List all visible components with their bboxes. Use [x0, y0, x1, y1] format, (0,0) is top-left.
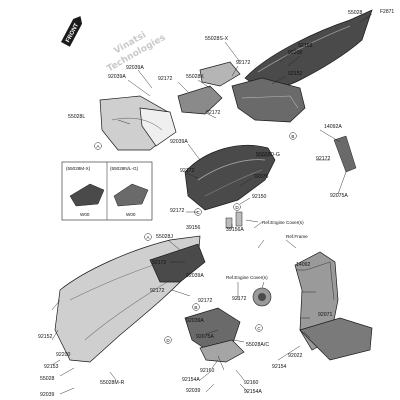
part-label: 92172 — [316, 156, 331, 162]
inner-panel-part — [177, 85, 223, 115]
inset-label-right: (55028N/L-G) — [110, 166, 139, 171]
part-label: 92172 — [236, 60, 251, 66]
part-label: 92172 — [170, 208, 185, 214]
lower-cowl-vent-part — [149, 243, 206, 283]
part-label: 92039A — [126, 65, 144, 71]
inset-panel-left — [69, 183, 105, 207]
part-label: 92172 — [150, 288, 165, 294]
upper-cowl-part — [244, 9, 373, 89]
part-label: 92154A — [244, 389, 262, 395]
part-label: 92039 — [186, 388, 201, 394]
figure-code: F2871 — [380, 9, 394, 15]
bracket-part — [235, 211, 243, 227]
frame-lower-part — [299, 317, 373, 361]
part-label: 92154 — [272, 364, 287, 370]
part-label: 92150 — [252, 194, 267, 200]
part-label: 39156A — [226, 227, 244, 233]
ref-engine-covers-2: Ref.Engine Cover(s) — [226, 275, 268, 280]
part-label: 92075A — [196, 334, 214, 340]
part-label: 55028 — [40, 376, 55, 382]
callout-d-upper: D — [233, 203, 241, 211]
part-label: 55028A/C — [246, 342, 269, 348]
inset-sub-right: W00 — [126, 212, 136, 217]
callout-markers: A B C D A B C D — [94, 132, 297, 344]
part-label: 92153 — [44, 364, 59, 370]
part-label: 39156 — [186, 225, 201, 231]
side-panel-part — [231, 77, 306, 123]
part-label: 92172 — [158, 76, 173, 82]
part-label: 92152 — [38, 334, 53, 340]
part-label: 92153 — [298, 43, 313, 49]
variant-inset: (55028M-X) (55028N/L-G) W00 W00 — [61, 161, 153, 221]
part-label: 92071 — [318, 312, 333, 318]
part-label: 92075 — [254, 174, 269, 180]
svg-text:D: D — [235, 205, 239, 210]
part-label: 92075A — [330, 193, 348, 199]
clamp-part — [333, 135, 357, 173]
part-label: 92039A — [108, 74, 126, 80]
svg-text:B: B — [291, 134, 294, 139]
inset-sub-left: W00 — [80, 212, 90, 217]
part-label: 14092 — [296, 262, 311, 268]
ref-engine-covers-1: Ref.Engine Cover(s) — [262, 220, 304, 225]
part-label: 92172 — [206, 110, 221, 116]
part-label: 14092A — [324, 124, 342, 130]
part-label: 92022 — [288, 353, 303, 359]
part-label: 92200 — [56, 352, 71, 358]
callout-a-lower: A — [144, 233, 152, 241]
callout-d-lower: D — [164, 336, 172, 344]
callout-c-lower: C — [255, 324, 263, 332]
svg-text:A: A — [96, 144, 100, 149]
part-label: 55028 — [348, 10, 363, 16]
part-label: 92172 — [198, 298, 213, 304]
part-label: 92160 — [244, 380, 259, 386]
svg-text:C: C — [257, 326, 261, 331]
callout-a-upper: A — [94, 142, 102, 150]
chin-lower-part — [199, 339, 245, 363]
front-arrow-icon — [61, 16, 83, 47]
part-label: 92039A — [186, 318, 204, 324]
part-label: 92200 — [288, 50, 303, 56]
part-label: 55028S-X — [205, 36, 229, 42]
part-label: 55028M-R — [100, 380, 124, 386]
part-label: 55028L — [68, 114, 85, 120]
callout-b-lower: B — [192, 303, 200, 311]
ref-frame: Ref.Frame — [286, 234, 308, 239]
svg-text:C: C — [196, 210, 200, 215]
svg-text:A: A — [146, 235, 150, 240]
part-label: 92039A — [186, 273, 204, 279]
leader-lines — [51, 13, 373, 395]
part-label: 92039 — [40, 392, 55, 398]
part-label: 55028J — [156, 234, 173, 240]
part-label: 92039A — [170, 139, 188, 145]
part-label: 92172 — [152, 260, 167, 266]
part-label: 92154A — [182, 377, 200, 383]
part-label: 92160 — [200, 368, 215, 374]
svg-text:D: D — [166, 338, 170, 343]
svg-text:B: B — [194, 305, 197, 310]
part-label: 55028K — [186, 74, 204, 80]
inset-panel-right — [113, 183, 149, 207]
part-label: 92172 — [232, 296, 247, 302]
middle-fairing-part — [184, 144, 276, 211]
inner-panel-small-part — [199, 61, 241, 87]
part-label: 92172 — [180, 168, 195, 174]
inset-label-left: (55028M-X) — [66, 166, 91, 171]
part-label: 55028D-G — [256, 152, 280, 158]
callout-b-upper: B — [289, 132, 297, 140]
bracket-part — [225, 217, 233, 229]
part-label: 92152 — [288, 71, 303, 77]
front-direction-badge: FRONT — [61, 16, 83, 47]
part-number-labels: 55028 55028S-X 92200 92153 92039A 92172 … — [38, 10, 363, 398]
